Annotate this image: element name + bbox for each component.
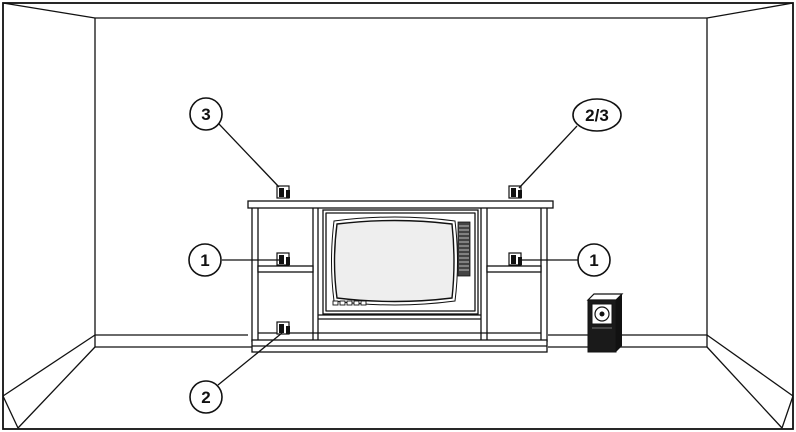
callout-label: 2/3 [585, 106, 609, 125]
callout-leader-lines [217, 123, 578, 386]
small-speaker-icon [508, 252, 522, 266]
callout-label: 1 [589, 251, 598, 270]
callout-label: 1 [200, 251, 209, 270]
callout-left-top: 3 [189, 97, 223, 131]
callout-left-bottom: 2 [189, 380, 223, 414]
small-speaker-icon [276, 185, 290, 199]
callout-left-middle: 1 [188, 243, 222, 277]
small-speaker-icon [508, 185, 522, 199]
subwoofer-speaker-icon [586, 293, 624, 353]
callout-label: 2 [201, 388, 210, 407]
tv-buttons [332, 300, 367, 306]
small-speaker-icon [276, 252, 290, 266]
entertainment-cabinet-icon [247, 200, 554, 353]
callout-right-top: 2/3 [572, 98, 622, 132]
callout-label: 3 [201, 105, 210, 124]
callout-right-middle: 1 [577, 243, 611, 277]
crt-television-icon [322, 209, 479, 315]
small-speaker-icon [276, 321, 290, 335]
